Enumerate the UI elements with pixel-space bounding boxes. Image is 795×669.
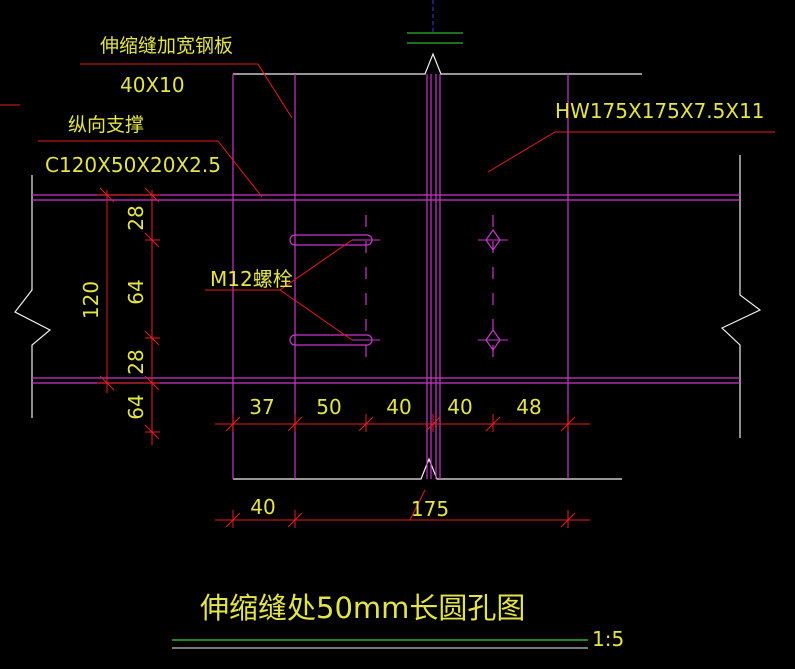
right-break-line	[720, 155, 762, 438]
dim-v-top: 28	[124, 205, 148, 230]
bolt-mark-top	[485, 228, 501, 252]
dim-v-extra: 64	[124, 394, 148, 419]
dim-bottom-left: 40	[250, 495, 275, 519]
dim-h-5: 48	[516, 395, 541, 419]
dim-h-4: 40	[447, 395, 472, 419]
vertical-dimensions	[97, 187, 160, 445]
dim-v-total: 120	[79, 281, 103, 319]
beam-size-label: HW175X175X7.5X11	[555, 99, 765, 123]
dim-h-3: 40	[386, 395, 411, 419]
dim-v-bottom: 28	[124, 349, 148, 374]
bolt-label: M12螺栓	[210, 267, 293, 291]
top-plate-edge	[233, 52, 642, 75]
outline-lines	[14, 52, 762, 480]
drawing-title: 伸缩缝处50mm长圆孔图	[200, 591, 525, 625]
bottom-plate-edge	[233, 457, 622, 480]
plate-size-label: 40X10	[120, 73, 185, 97]
horizontal-dimensions	[215, 414, 590, 528]
scale-label: 1:5	[592, 627, 624, 651]
brace-name-label: 纵向支撑	[68, 114, 144, 136]
dim-h-1: 37	[249, 395, 274, 419]
leader-lines	[0, 63, 775, 341]
dim-v-mid: 64	[124, 279, 148, 304]
dim-h-2: 50	[316, 395, 341, 419]
brace-size-label: C120X50X20X2.5	[45, 153, 221, 177]
dim-bottom-total: 175	[411, 497, 449, 521]
bolt-cross-marks	[352, 239, 508, 341]
plate-name-label: 伸缩缝加宽钢板	[100, 35, 233, 57]
left-break-line	[14, 175, 52, 418]
bolt-mark-bottom	[485, 328, 501, 352]
center-marker	[407, 0, 463, 44]
